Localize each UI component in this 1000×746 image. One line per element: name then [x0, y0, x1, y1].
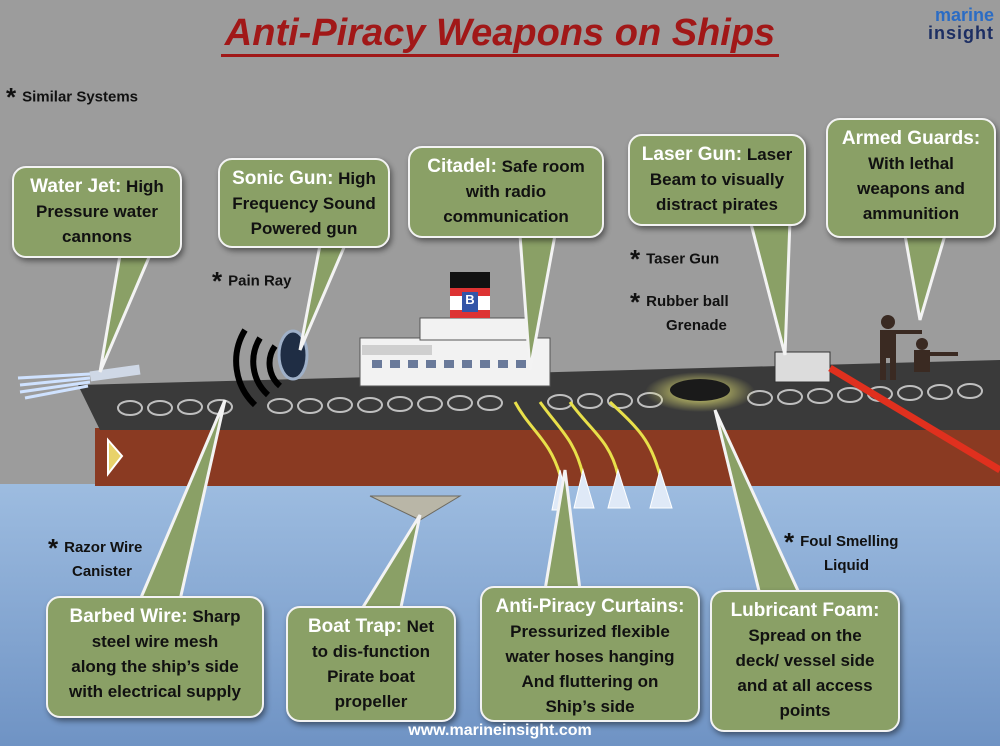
- callout-lubricant-foam: Lubricant Foam: Spread on the deck/ vess…: [710, 590, 900, 732]
- asterisk-icon: *: [630, 287, 641, 318]
- funnel: [450, 272, 490, 318]
- asterisk-icon: *: [784, 527, 795, 558]
- hull-lower: [95, 428, 1000, 486]
- foam-blob: [670, 379, 730, 401]
- logo-text-2: insight: [928, 23, 994, 43]
- asterisk-icon: *: [6, 82, 17, 112]
- funnel-letter: B: [465, 292, 475, 307]
- laser-device: [774, 351, 831, 383]
- boat-trap-net: [369, 495, 462, 521]
- superstructure: [359, 317, 551, 387]
- asterisk-icon: *: [212, 266, 223, 296]
- callout-anti-piracy-curtains: Anti-Piracy Curtains: Pressurized flexib…: [480, 586, 700, 722]
- similar-systems-note: *Similar Systems: [6, 82, 139, 112]
- callout-barbed-wire: Barbed Wire: Sharp steel wire mesh along…: [46, 596, 264, 718]
- asterisk-icon: *: [48, 533, 59, 564]
- brand-logo: marine insight: [928, 6, 994, 42]
- pain-ray-note: *Pain Ray: [212, 266, 292, 296]
- footer-url: www.marineinsight.com: [408, 722, 592, 739]
- logo-text-1: marine: [934, 5, 994, 25]
- taser-gun-note: *Taser Gun: [630, 244, 720, 274]
- armed-guards-figures: [880, 315, 958, 380]
- asterisk-icon: *: [630, 244, 641, 274]
- laser-beam: [828, 364, 1000, 474]
- water-jet-spray: [17, 372, 91, 400]
- callout-boat-trap: Boat Trap: Net to dis-function Pirate bo…: [286, 606, 456, 722]
- curtain-hoses: [513, 400, 662, 476]
- sonic-arcs: [233, 328, 283, 408]
- bow-emblem: [107, 437, 124, 477]
- page-title: Anti-Piracy Weapons on Ships: [0, 12, 1000, 57]
